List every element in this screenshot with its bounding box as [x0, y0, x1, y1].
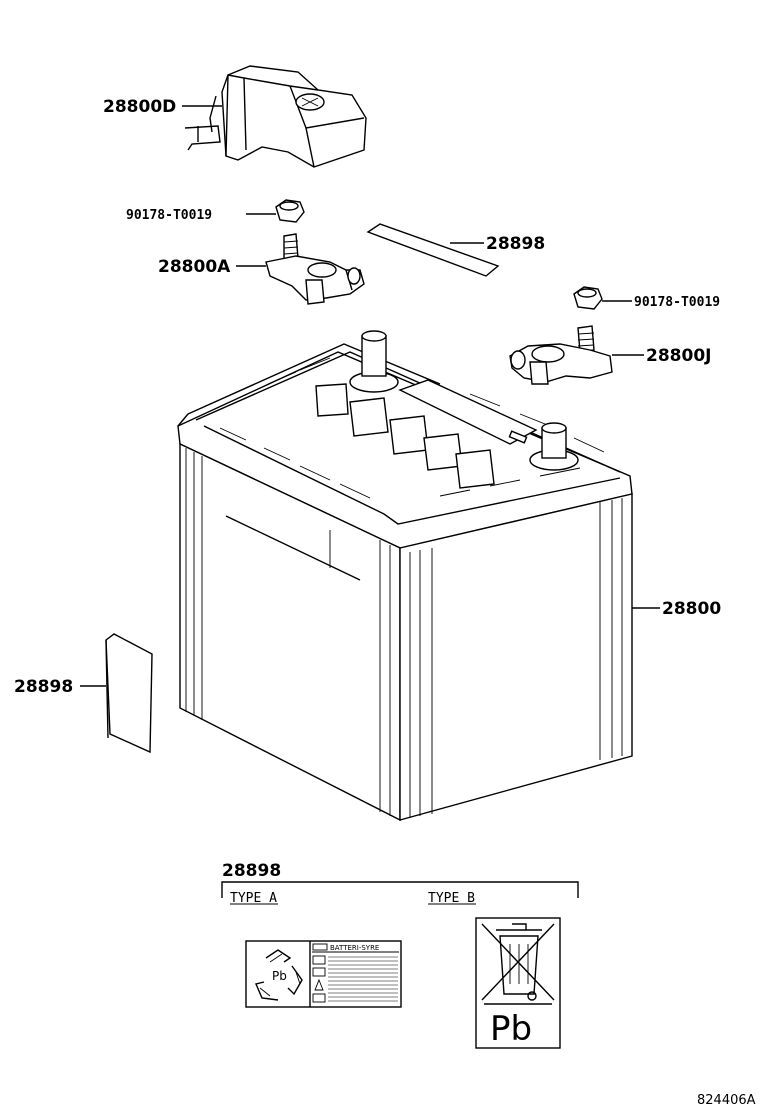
type-b-sticker: Pb — [475, 917, 561, 1049]
legend-type-a: TYPE A — [230, 891, 277, 906]
recycle-icon — [255, 949, 303, 1001]
label-28800[interactable]: 28800 — [662, 599, 721, 619]
nut-part-left[interactable] — [275, 199, 305, 223]
label-90178-right[interactable]: 90178-T0019 — [634, 295, 720, 310]
crossed-bin-icon — [481, 923, 555, 1001]
terminal-cover-part[interactable] — [184, 65, 367, 168]
flame-icon — [314, 978, 324, 991]
pb-large-text: Pb — [490, 1009, 532, 1049]
pb-small-text: Pb — [272, 969, 287, 983]
label-28800A[interactable]: 28800A — [158, 257, 231, 277]
nut-part-right[interactable] — [573, 286, 603, 310]
sticker-fine-print — [328, 956, 398, 1002]
terminal-post-positive — [529, 422, 579, 471]
figure-id: 824406A — [697, 1093, 756, 1108]
label-sheet-left[interactable] — [105, 633, 153, 754]
vent-caps — [315, 383, 495, 489]
legend-type-b: TYPE B — [428, 891, 475, 906]
legend-part-no[interactable]: 28898 — [222, 861, 281, 881]
label-28898-top[interactable]: 28898 — [486, 234, 545, 254]
legend-bracket — [221, 881, 579, 898]
label-28800D[interactable]: 28800D — [103, 97, 176, 117]
label-sheet-top[interactable] — [366, 223, 500, 277]
sticker-header-text: BATTERI-SYRE — [330, 944, 379, 952]
battery-part[interactable] — [177, 330, 633, 822]
label-28800J[interactable]: 28800J — [646, 346, 711, 366]
terminal-clamp-j-part[interactable] — [509, 325, 613, 385]
label-90178-left[interactable]: 90178-T0019 — [126, 208, 212, 223]
label-28898-left[interactable]: 28898 — [14, 677, 73, 697]
terminal-post-negative — [349, 330, 399, 393]
type-a-sticker: Pb BATTERI-SYRE — [245, 940, 402, 1008]
terminal-clamp-a-part[interactable] — [265, 233, 365, 305]
